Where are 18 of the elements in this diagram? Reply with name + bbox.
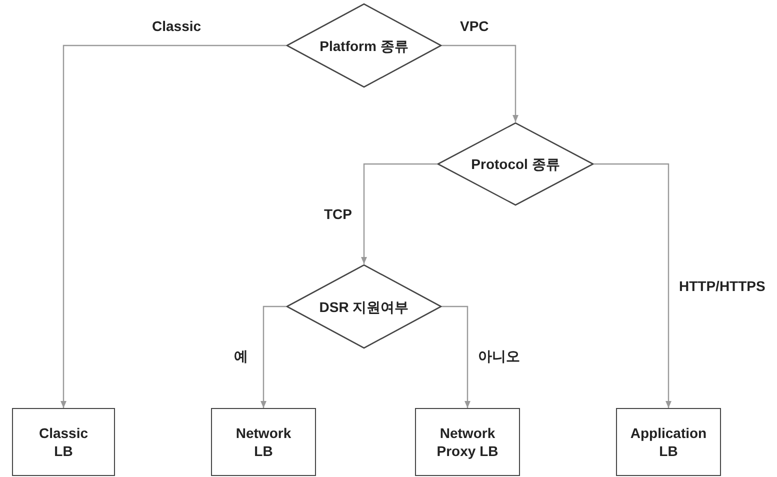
decision-diamond: Protocol 종류 — [437, 122, 594, 206]
decision-diamond: Platform 종류 — [286, 3, 442, 88]
arrow — [442, 44, 518, 122]
edge-label: Classic — [150, 18, 204, 34]
edge-label: VPC — [458, 18, 491, 34]
edge-label: 아니오 — [476, 348, 522, 366]
arrow — [442, 306, 470, 408]
decision-diamond: DSR 지원여부 — [286, 264, 442, 349]
arrow — [60, 44, 286, 408]
result-box: Classic LB — [12, 408, 115, 476]
result-box: Network Proxy LB — [415, 408, 520, 476]
edge-label: TCP — [322, 206, 354, 222]
edge-label: HTTP/HTTPS — [677, 278, 768, 294]
arrow — [361, 163, 437, 264]
result-box: Network LB — [211, 408, 316, 476]
arrow — [594, 163, 672, 408]
result-box: Application LB — [616, 408, 721, 476]
arrow — [260, 306, 286, 408]
